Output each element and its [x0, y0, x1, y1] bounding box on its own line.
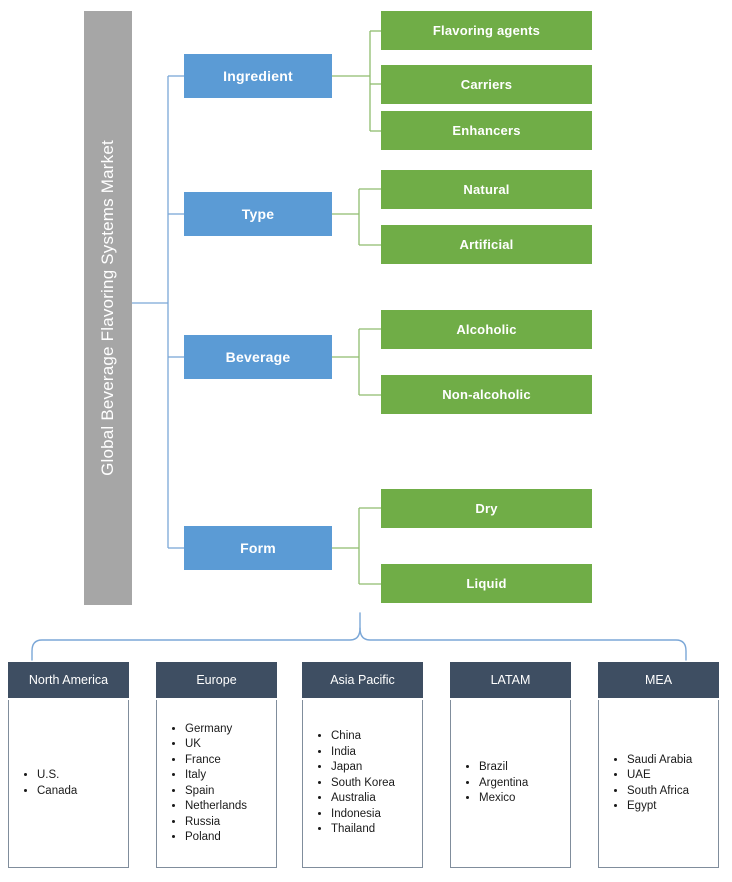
- segment-node-type[interactable]: Type: [184, 192, 332, 236]
- root-node-market: Global Beverage Flavoring Systems Market: [84, 11, 132, 605]
- country-item: China: [331, 729, 395, 745]
- region-name: Europe: [196, 673, 237, 687]
- country-item: Italy: [185, 768, 247, 784]
- country-item: Poland: [185, 830, 247, 846]
- subsegment-node-label: Carriers: [460, 77, 513, 92]
- country-item: Indonesia: [331, 807, 395, 823]
- segment-node-label: Ingredient: [223, 68, 293, 84]
- subsegment-node-label: Alcoholic: [456, 322, 517, 337]
- country-item: Saudi Arabia: [627, 753, 692, 769]
- segment-node-beverage[interactable]: Beverage: [184, 335, 332, 379]
- region-country-list: ChinaIndiaJapanSouth KoreaAustraliaIndon…: [302, 700, 423, 868]
- country-item: South Africa: [627, 784, 692, 800]
- country-item: UK: [185, 737, 247, 753]
- region-header: Asia Pacific: [302, 662, 423, 698]
- subsegment-node-artificial[interactable]: Artificial: [381, 225, 592, 264]
- country-item: Russia: [185, 815, 247, 831]
- segment-node-form[interactable]: Form: [184, 526, 332, 570]
- subsegment-node-liquid[interactable]: Liquid: [381, 564, 592, 603]
- region-name: North America: [28, 673, 109, 687]
- country-item: Thailand: [331, 822, 395, 838]
- region-country-list: U.S.Canada: [8, 700, 129, 868]
- region-header: MEA: [598, 662, 719, 698]
- country-item: Canada: [37, 784, 77, 800]
- country-item: Australia: [331, 791, 395, 807]
- subsegment-node-label: Dry: [475, 501, 498, 516]
- segment-node-label: Beverage: [225, 349, 291, 365]
- subsegment-node-label: Natural: [463, 182, 510, 197]
- country-item: Spain: [185, 784, 247, 800]
- segment-node-label: Form: [240, 540, 276, 556]
- country-item: Brazil: [479, 760, 528, 776]
- region-card-asia-pacific[interactable]: Asia Pacific ChinaIndiaJapanSouth KoreaA…: [302, 662, 423, 868]
- subsegment-node-carriers[interactable]: Carriers: [381, 65, 592, 104]
- region-name: MEA: [644, 673, 673, 687]
- subsegment-node-non-alcoholic[interactable]: Non-alcoholic: [381, 375, 592, 414]
- root-node-label: Global Beverage Flavoring Systems Market: [98, 140, 117, 476]
- country-item: India: [331, 745, 395, 761]
- region-name: Asia Pacific: [330, 673, 395, 687]
- region-card-europe[interactable]: Europe GermanyUKFranceItalySpainNetherla…: [156, 662, 277, 868]
- region-card-north-america[interactable]: North America U.S.Canada: [8, 662, 129, 868]
- subsegment-node-label: Liquid: [466, 576, 507, 591]
- country-item: Netherlands: [185, 799, 247, 815]
- country-list: BrazilArgentinaMexico: [465, 760, 528, 807]
- country-item: Japan: [331, 760, 395, 776]
- country-list: U.S.Canada: [23, 768, 77, 799]
- subsegment-node-label: Non-alcoholic: [442, 387, 531, 402]
- subsegment-node-dry[interactable]: Dry: [381, 489, 592, 528]
- country-list: Saudi ArabiaUAESouth AfricaEgypt: [613, 753, 692, 815]
- country-item: France: [185, 753, 247, 769]
- subsegment-node-label: Flavoring agents: [432, 23, 541, 38]
- region-header: Europe: [156, 662, 277, 698]
- region-country-list: Saudi ArabiaUAESouth AfricaEgypt: [598, 700, 719, 868]
- subsegment-node-alcoholic[interactable]: Alcoholic: [381, 310, 592, 349]
- country-item: UAE: [627, 768, 692, 784]
- region-name: LATAM: [490, 673, 531, 687]
- subsegment-node-natural[interactable]: Natural: [381, 170, 592, 209]
- subsegment-node-enhancers[interactable]: Enhancers: [381, 111, 592, 150]
- region-header: LATAM: [450, 662, 571, 698]
- subsegment-node-label: Artificial: [459, 237, 514, 252]
- country-list: GermanyUKFranceItalySpainNetherlandsRuss…: [171, 722, 247, 846]
- region-country-list: GermanyUKFranceItalySpainNetherlandsRuss…: [156, 700, 277, 868]
- country-list: ChinaIndiaJapanSouth KoreaAustraliaIndon…: [317, 729, 395, 838]
- segment-node-label: Type: [241, 206, 275, 222]
- region-card-mea[interactable]: MEA Saudi ArabiaUAESouth AfricaEgypt: [598, 662, 719, 868]
- country-item: Germany: [185, 722, 247, 738]
- country-item: Argentina: [479, 776, 528, 792]
- region-header: North America: [8, 662, 129, 698]
- subsegment-node-label: Enhancers: [452, 123, 521, 138]
- country-item: South Korea: [331, 776, 395, 792]
- country-item: Egypt: [627, 799, 692, 815]
- region-card-latam[interactable]: LATAM BrazilArgentinaMexico: [450, 662, 571, 868]
- subsegment-node-flavoring-agents[interactable]: Flavoring agents: [381, 11, 592, 50]
- country-item: U.S.: [37, 768, 77, 784]
- segment-node-ingredient[interactable]: Ingredient: [184, 54, 332, 98]
- region-country-list: BrazilArgentinaMexico: [450, 700, 571, 868]
- country-item: Mexico: [479, 791, 528, 807]
